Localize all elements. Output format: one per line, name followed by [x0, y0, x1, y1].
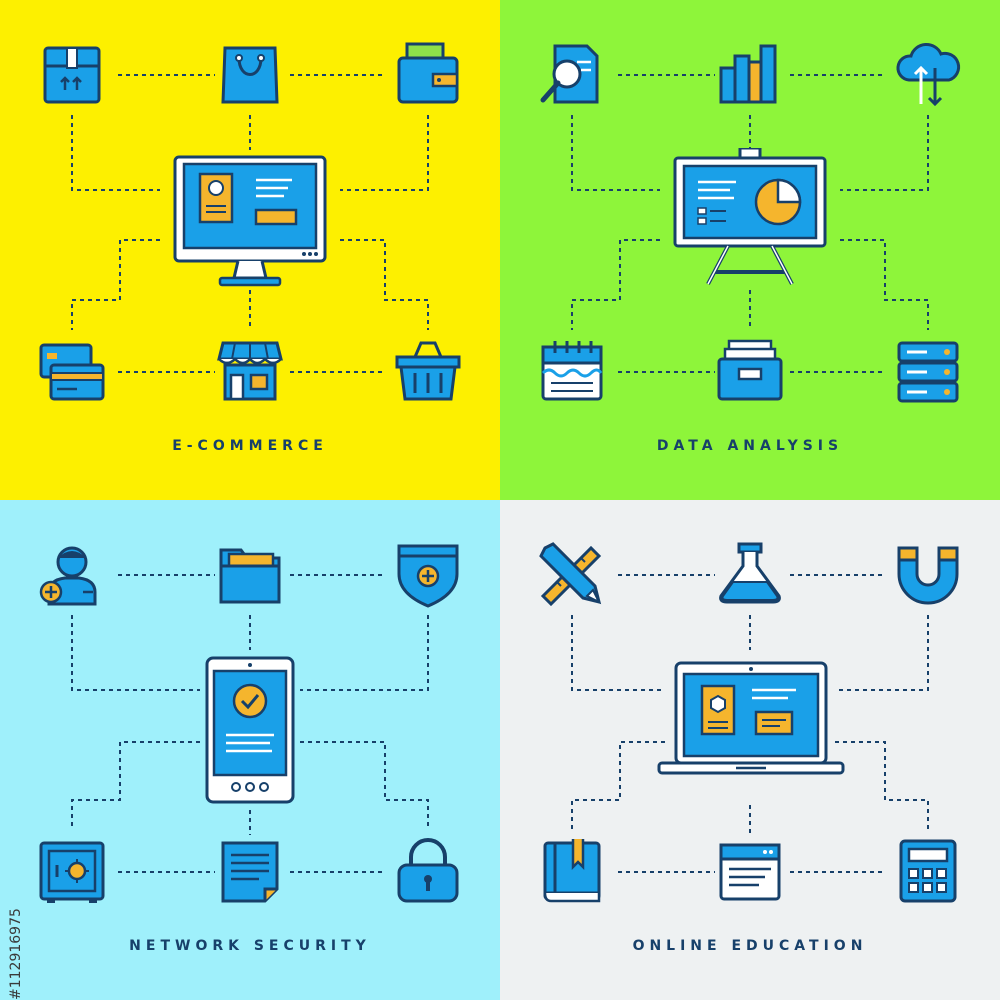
folder-icon [215, 540, 285, 610]
magnet-icon [893, 540, 963, 610]
panel-title-online-education: ONLINE EDUCATION [632, 938, 868, 954]
smartphone-icon [204, 655, 296, 805]
package-box-icon [37, 40, 107, 110]
panel-title-data-analysis: DATA ANALYSIS [656, 438, 844, 454]
connector-lines [571, 74, 929, 373]
presentation-board-icon [672, 148, 828, 288]
shopping-basket-icon [393, 337, 463, 407]
safe-icon [37, 837, 107, 907]
browser-window-icon [715, 837, 785, 907]
ruler-pencil-icon [537, 540, 607, 610]
panel-title-ecommerce: E-COMMERCE [172, 438, 328, 454]
panel-ecommerce: E-COMMERCE [0, 0, 500, 500]
shopping-bag-icon [215, 40, 285, 110]
panel-data-analysis: DATA ANALYSIS [500, 0, 1000, 500]
document-search-icon [537, 40, 607, 110]
bar-chart-icon [715, 40, 785, 110]
connector-lines [71, 74, 429, 373]
panel-online-education: ONLINE EDUCATION [500, 500, 1000, 1000]
file-cabinet-icon [715, 337, 785, 407]
calculator-icon [893, 837, 963, 907]
book-icon [537, 837, 607, 907]
calendar-icon [537, 337, 607, 407]
laptop-icon [656, 660, 846, 784]
storefront-icon [215, 337, 285, 407]
cloud-sync-icon [893, 40, 963, 110]
shield-icon [393, 540, 463, 610]
server-stack-icon [893, 337, 963, 407]
connector-lines [71, 574, 429, 873]
panel-network-security: NETWORK SECURITY [0, 500, 500, 1000]
padlock-icon [393, 837, 463, 907]
document-icon [215, 837, 285, 907]
panel-title-network-security: NETWORK SECURITY [129, 938, 371, 954]
add-user-icon [37, 540, 107, 610]
flask-icon [715, 540, 785, 610]
wallet-icon [393, 40, 463, 110]
desktop-monitor-icon [172, 154, 328, 290]
credit-card-icon [37, 337, 107, 407]
connector-lines [571, 574, 929, 873]
stock-image-id: #112916975 [8, 908, 24, 1000]
